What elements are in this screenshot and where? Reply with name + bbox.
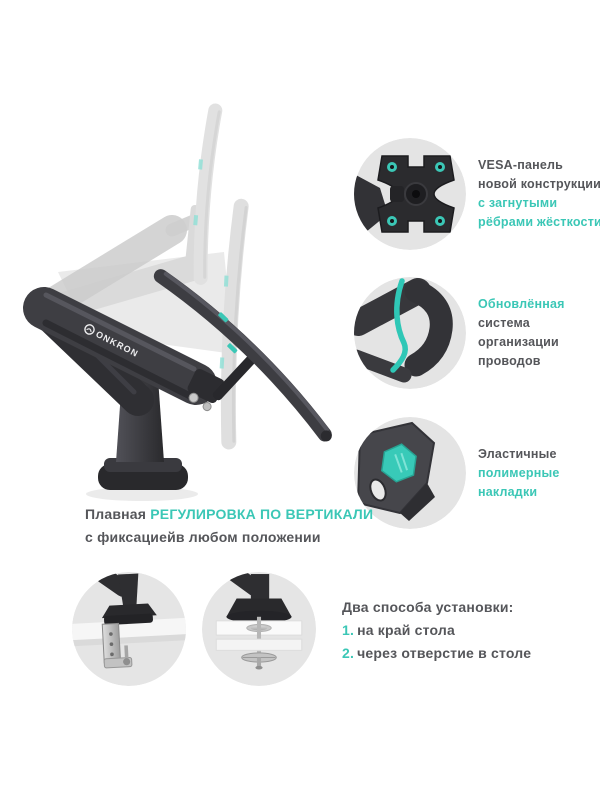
feature-line: полимерные [478, 465, 560, 480]
installation-item-1: 1.на край стола [342, 619, 531, 642]
grommet-mount-icon [202, 572, 316, 686]
ghost-monitor-high [193, 103, 223, 285]
feature-line: рёбрами жёсткости [478, 215, 600, 229]
arm-base: ONKRON [23, 287, 256, 501]
installation-methods: Два способа установки: 1.на край стола 2… [342, 596, 531, 665]
monitor-lowered [153, 269, 332, 442]
vesa-plate-icon [354, 138, 466, 250]
feature-line: Эластичные [478, 446, 557, 461]
feature-line: VESA-панель [478, 158, 564, 172]
installation-item-label: на край стола [357, 622, 455, 638]
feature-line: с загнутыми [478, 196, 558, 210]
clamp-mount-bubble [72, 572, 186, 686]
grommet-mount-bubble [202, 572, 316, 686]
polymer-pad-icon [354, 417, 466, 529]
feature-line: Обновлённая [478, 297, 565, 311]
feature-cable-text: Обновлённая система организации проводов [478, 277, 600, 389]
vertical-adjustment-caption: Плавная РЕГУЛИРОВКА ПО ВЕРТИКАЛИ с фикса… [85, 503, 373, 549]
monitor-arm-illustration: ONKRON [23, 103, 332, 501]
installation-item-number: 2. [342, 645, 355, 661]
feature-line: накладки [478, 484, 538, 499]
installation-item-number: 1. [342, 622, 355, 638]
installation-item-label: через отверстие в столе [357, 645, 532, 661]
feature-pads-text: Эластичные полимерные накладки [478, 417, 600, 529]
caption-highlight: РЕГУЛИРОВКА ПО ВЕРТИКАЛИ [150, 506, 374, 522]
caption-line2: с фиксациейв любом положении [85, 529, 321, 545]
feature-line: организации [478, 335, 559, 349]
feature-line: проводов [478, 354, 541, 368]
cable-management-bubble [354, 277, 466, 389]
vesa-panel-bubble [354, 138, 466, 250]
clamp-mount-icon [72, 572, 186, 686]
feature-vesa-text: VESA-панель новой конструкции с загнутым… [478, 138, 600, 250]
cable-management-icon [354, 277, 466, 389]
feature-line: новой конструкции [478, 177, 600, 191]
polymer-pads-bubble [354, 417, 466, 529]
installation-title: Два способа установки: [342, 599, 514, 615]
feature-line: система [478, 316, 530, 330]
caption-normal: Плавная [85, 506, 147, 522]
installation-item-2: 2.через отверстие в столе [342, 642, 531, 665]
